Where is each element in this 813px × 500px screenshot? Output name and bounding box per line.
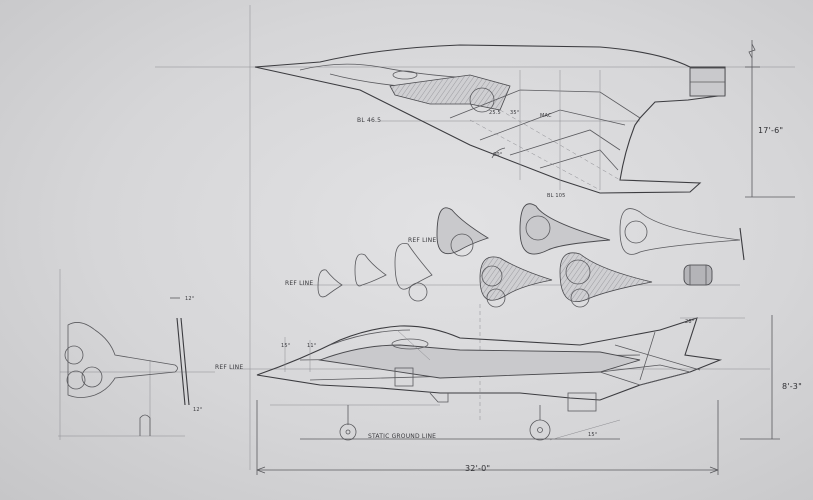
angle-12-top-label: 12° [185, 296, 195, 302]
angle-11-label: 11° [307, 343, 317, 349]
angle-60-label: 60° [493, 152, 503, 158]
ref-line-front-label: REF LINE [215, 364, 244, 371]
height-dimension-label: 8'-3" [782, 382, 802, 391]
ref-line-mid-label: REF LINE [285, 280, 314, 287]
angle-15-left-label: 15° [281, 343, 291, 349]
ref-line-upper-label: REF LINE [408, 237, 437, 244]
bl-105-label: BL 105 [547, 193, 566, 199]
cross-sections [317, 203, 745, 308]
angle-35-label: 35° [510, 110, 520, 116]
mac-label: MAC [540, 113, 552, 119]
bl-46-5-label: BL 46.5 [357, 117, 382, 124]
front-view [64, 297, 190, 436]
angle-12-bottom-label: 12° [193, 407, 203, 413]
length-dimension-label: 32'-0" [465, 464, 491, 473]
side-view [256, 315, 780, 475]
angle-25-label: 25.5 [489, 110, 501, 116]
static-ground-line-label: STATIC GROUND LINE [368, 433, 437, 440]
span-dimension-label: 17'-6" [758, 126, 784, 135]
plan-view [254, 40, 795, 198]
angle-28-label: 28° [685, 319, 695, 325]
angle-15-ground-label: 15° [588, 432, 598, 438]
